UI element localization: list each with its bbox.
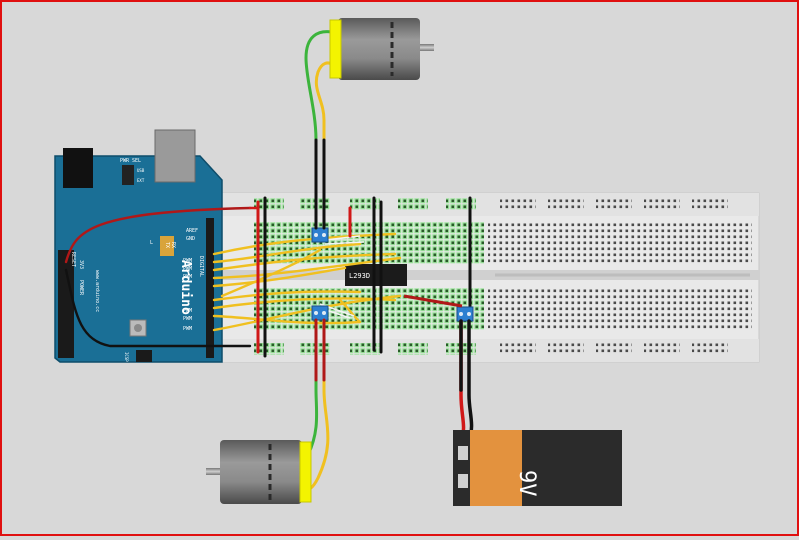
terminal-strip-top	[488, 222, 752, 264]
rail-jumpers	[256, 196, 472, 358]
battery-9v: + - 9V	[453, 430, 622, 506]
terminal-block-battery	[456, 306, 474, 322]
l-label: L	[150, 240, 153, 246]
reset-button-cap	[134, 324, 142, 332]
digital-header	[206, 218, 214, 358]
pwm-label-6: PWM	[183, 326, 192, 332]
arduino-brand: Arduino	[178, 260, 193, 315]
usb-connector	[154, 129, 196, 183]
bottom-power-rail	[254, 343, 728, 355]
pwm-label-2: PWM	[183, 266, 192, 272]
battery-label: 9V	[514, 470, 539, 497]
reset-label: RESET	[70, 252, 76, 267]
3v3-label: 3V3	[78, 260, 84, 269]
pwr-sel-label: PWR SEL	[120, 158, 141, 164]
power-header	[58, 250, 66, 358]
top-motor-wires	[304, 30, 334, 230]
arduino-power-wires	[64, 206, 260, 348]
power-label: POWER	[78, 280, 84, 296]
breadboard	[221, 192, 760, 363]
battery-link-wire	[403, 294, 463, 308]
aref-label: AREF	[186, 228, 198, 234]
dc-motor-bottom	[206, 440, 312, 504]
icsp-header	[136, 350, 152, 362]
led-indicators	[160, 236, 174, 256]
terminal-block-top-motor	[311, 227, 329, 243]
terminal-strip-bottom-active	[254, 288, 484, 330]
pwm-label-1: PWM	[183, 258, 192, 264]
l293d-chip: L293D	[345, 264, 407, 286]
yellow-signal-wires	[212, 232, 402, 332]
ext-label: EXT	[137, 178, 145, 183]
pwm-label-5: PWM	[183, 316, 192, 322]
tx-label: TX	[164, 242, 170, 248]
pwm-label-3: PWM	[183, 274, 192, 280]
battery-terminal-plus	[458, 446, 468, 460]
icsp-label: ICSP	[124, 352, 129, 362]
rx-label: RX	[170, 242, 176, 248]
power-select-jumper	[122, 165, 134, 185]
analog-header	[66, 250, 74, 358]
pwm-label-4: PWM	[183, 308, 192, 314]
gnd-label: GND	[186, 236, 195, 242]
arduino-board: PWR SEL USB EXT Arduino www.arduino.cc D…	[54, 129, 223, 363]
chip-label: L293D	[349, 272, 370, 280]
terminal-strip-top-active	[254, 222, 484, 264]
battery-terminal-minus	[458, 474, 468, 488]
power-jack	[63, 148, 93, 188]
arduino-website: www.arduino.cc	[94, 270, 100, 312]
terminal-block-bottom-motor	[311, 305, 329, 321]
dc-motor-top	[329, 18, 434, 80]
terminal-strip-bottom	[488, 288, 752, 330]
usb-label: USB	[137, 168, 145, 173]
digital-label: DIGITAL	[198, 256, 204, 277]
